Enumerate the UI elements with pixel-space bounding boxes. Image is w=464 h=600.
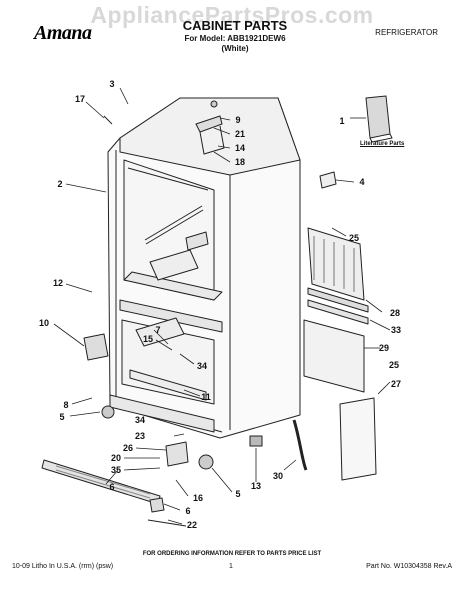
literature-parts-label: Literature Parts <box>360 141 405 147</box>
callout-3: 3 <box>109 79 115 89</box>
callout-5-left: 5 <box>59 412 65 422</box>
top-hinge <box>195 100 225 155</box>
callout-6-upper: 6 <box>109 482 115 492</box>
callout-22: 22 <box>186 520 198 530</box>
callout-34-upper: 34 <box>196 361 208 371</box>
label-part-4 <box>319 171 337 189</box>
callout-1: 1 <box>339 116 345 126</box>
model-info: For Model: ABB1921DEW6 (White) <box>150 34 320 54</box>
grille-clip <box>149 497 165 513</box>
cabinet-body <box>107 97 301 439</box>
callout-6-lower: 6 <box>185 506 191 516</box>
callout-25-lower: 25 <box>388 360 400 370</box>
callout-28: 28 <box>389 308 401 318</box>
callout-27: 27 <box>390 379 402 389</box>
callout-30: 30 <box>272 471 284 481</box>
ordering-note: FOR ORDERING INFORMATION REFER TO PARTS … <box>142 551 322 557</box>
callout-12: 12 <box>52 278 64 288</box>
callout-25: 25 <box>348 233 360 243</box>
part-number: Part No. W10304358 Rev.A <box>366 563 452 570</box>
callout-9: 9 <box>235 115 241 125</box>
callout-8: 8 <box>63 400 69 410</box>
hinge-pin <box>103 115 113 125</box>
callout-13: 13 <box>250 481 262 491</box>
watermark: AppliancePartsPros.com <box>90 2 374 28</box>
back-cover-panel <box>303 319 365 393</box>
model-line: For Model: ABB1921DEW6 <box>184 34 286 43</box>
callout-21: 21 <box>234 129 246 139</box>
callout-4: 4 <box>359 177 365 187</box>
callout-20: 20 <box>110 453 122 463</box>
litho-info: 10-09 Litho In U.S.A. (rrm) (psw) <box>12 563 114 570</box>
condenser-panel <box>307 227 369 325</box>
callout-16: 16 <box>192 493 204 503</box>
hinge-bracket <box>165 441 189 467</box>
screw-strip <box>147 519 187 527</box>
callout-11: 11 <box>201 392 211 402</box>
callout-10: 10 <box>38 318 50 328</box>
roller-right <box>198 454 214 470</box>
wrench-tool <box>292 419 308 471</box>
callout-5-right: 5 <box>235 489 241 499</box>
callout-29: 29 <box>378 343 390 353</box>
leveling-foot <box>249 435 263 447</box>
callout-23: 23 <box>134 431 146 441</box>
callout-15: 15 <box>142 334 154 344</box>
callout-26: 26 <box>122 443 134 453</box>
callout-7: 7 <box>155 325 161 335</box>
callout-35: 35 <box>110 465 122 475</box>
color-line: (White) <box>221 44 249 53</box>
page-title: CABINET PARTS <box>182 18 288 33</box>
leader-lines <box>53 87 391 525</box>
literature-booklet <box>365 95 393 143</box>
brand-logo: Amana <box>34 22 92 44</box>
control-box <box>83 333 109 361</box>
cover-plate <box>339 397 377 481</box>
category-label: REFRIGERATOR <box>375 28 438 37</box>
callout-14: 14 <box>234 143 246 153</box>
page-number: 1 <box>229 563 233 570</box>
callout-17: 17 <box>74 94 86 104</box>
callout-18: 18 <box>234 157 246 167</box>
callout-33: 33 <box>390 325 402 335</box>
roller-left <box>101 405 115 419</box>
callout-2: 2 <box>57 179 63 189</box>
callout-34-lower: 34 <box>134 415 146 425</box>
